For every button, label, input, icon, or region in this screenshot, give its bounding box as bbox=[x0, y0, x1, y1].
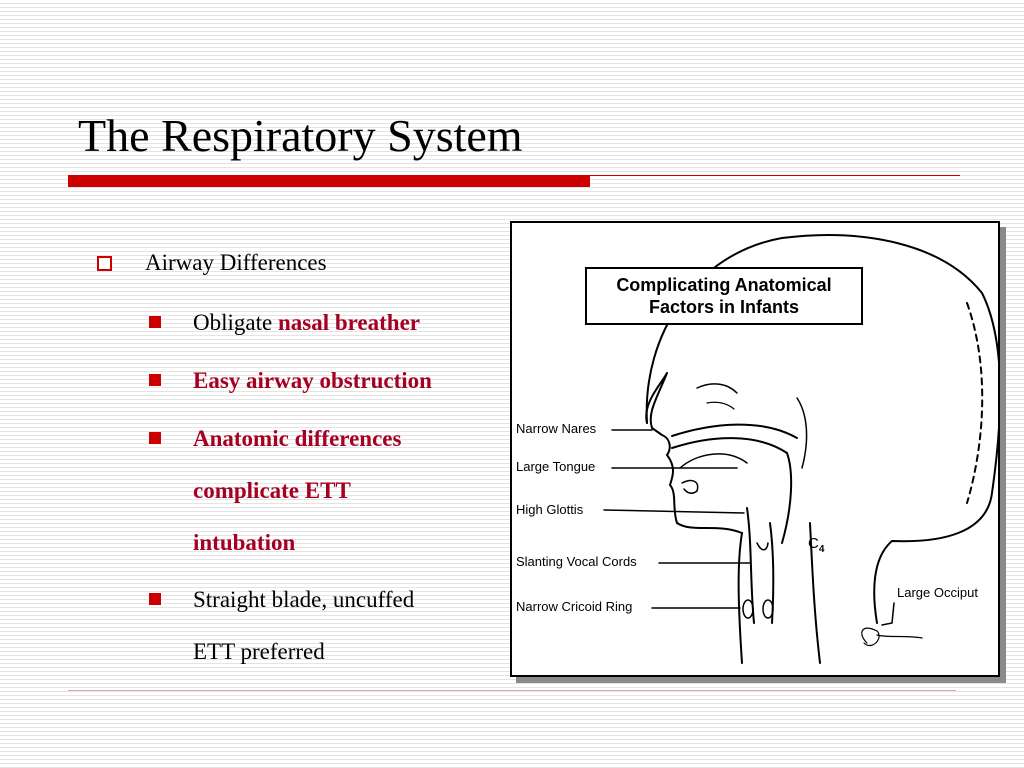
label-slanting-vocal-cords: Slanting Vocal Cords bbox=[516, 554, 637, 569]
bullet-text-emphasis: intubation bbox=[193, 530, 296, 555]
figure-title-line: Complicating Anatomical bbox=[616, 275, 832, 295]
title-underline-rule bbox=[590, 175, 960, 176]
bullet-anatomic-differences: Anatomic differences complicate ETT intu… bbox=[193, 413, 401, 569]
figure-title-box: Complicating Anatomical Factors in Infan… bbox=[585, 267, 863, 325]
bullet-text-plain: Straight blade, uncuffed bbox=[193, 587, 415, 612]
bullet-text-emphasis: Anatomic differences bbox=[193, 426, 402, 451]
infant-airway-illustration: Complicating Anatomical Factors in Infan… bbox=[510, 221, 1000, 677]
bullet-text-plain: ETT preferred bbox=[193, 639, 325, 664]
figure-title-line: Factors in Infants bbox=[648, 297, 800, 317]
bullet-text-emphasis: nasal breather bbox=[277, 310, 420, 335]
label-c4: C4 bbox=[808, 535, 824, 555]
title-underline-bar bbox=[68, 175, 590, 187]
bullet-airway-obstruction: Easy airway obstruction bbox=[193, 355, 432, 407]
square-bullet-icon bbox=[149, 316, 161, 328]
label-c4-subscript: 4 bbox=[818, 544, 825, 555]
bullet-straight-blade: Straight blade, uncuffed ETT preferred bbox=[193, 574, 414, 678]
label-c4-letter: C bbox=[808, 535, 819, 552]
label-large-occiput: Large Occiput bbox=[897, 585, 978, 600]
bullet-nasal-breather: Obligate nasal breather bbox=[193, 297, 420, 349]
bullet-airway-differences: Airway Differences bbox=[145, 250, 327, 275]
head-profile-drawing bbox=[603, 234, 998, 664]
footer-rule bbox=[68, 690, 956, 691]
bullet-text-emphasis: Easy airway obstruction bbox=[193, 368, 432, 393]
slide-title: The Respiratory System bbox=[78, 110, 523, 161]
square-bullet-icon bbox=[149, 432, 161, 444]
bullet-text-plain: Obligate bbox=[193, 310, 278, 335]
hollow-square-bullet-icon bbox=[97, 256, 112, 271]
square-bullet-icon bbox=[149, 593, 161, 605]
label-large-tongue: Large Tongue bbox=[516, 459, 596, 474]
label-narrow-nares: Narrow Nares bbox=[516, 421, 597, 436]
label-high-glottis: High Glottis bbox=[516, 502, 584, 517]
square-bullet-icon bbox=[149, 374, 161, 386]
label-narrow-cricoid-ring: Narrow Cricoid Ring bbox=[516, 599, 633, 614]
bullet-text-emphasis: complicate ETT bbox=[193, 478, 351, 503]
